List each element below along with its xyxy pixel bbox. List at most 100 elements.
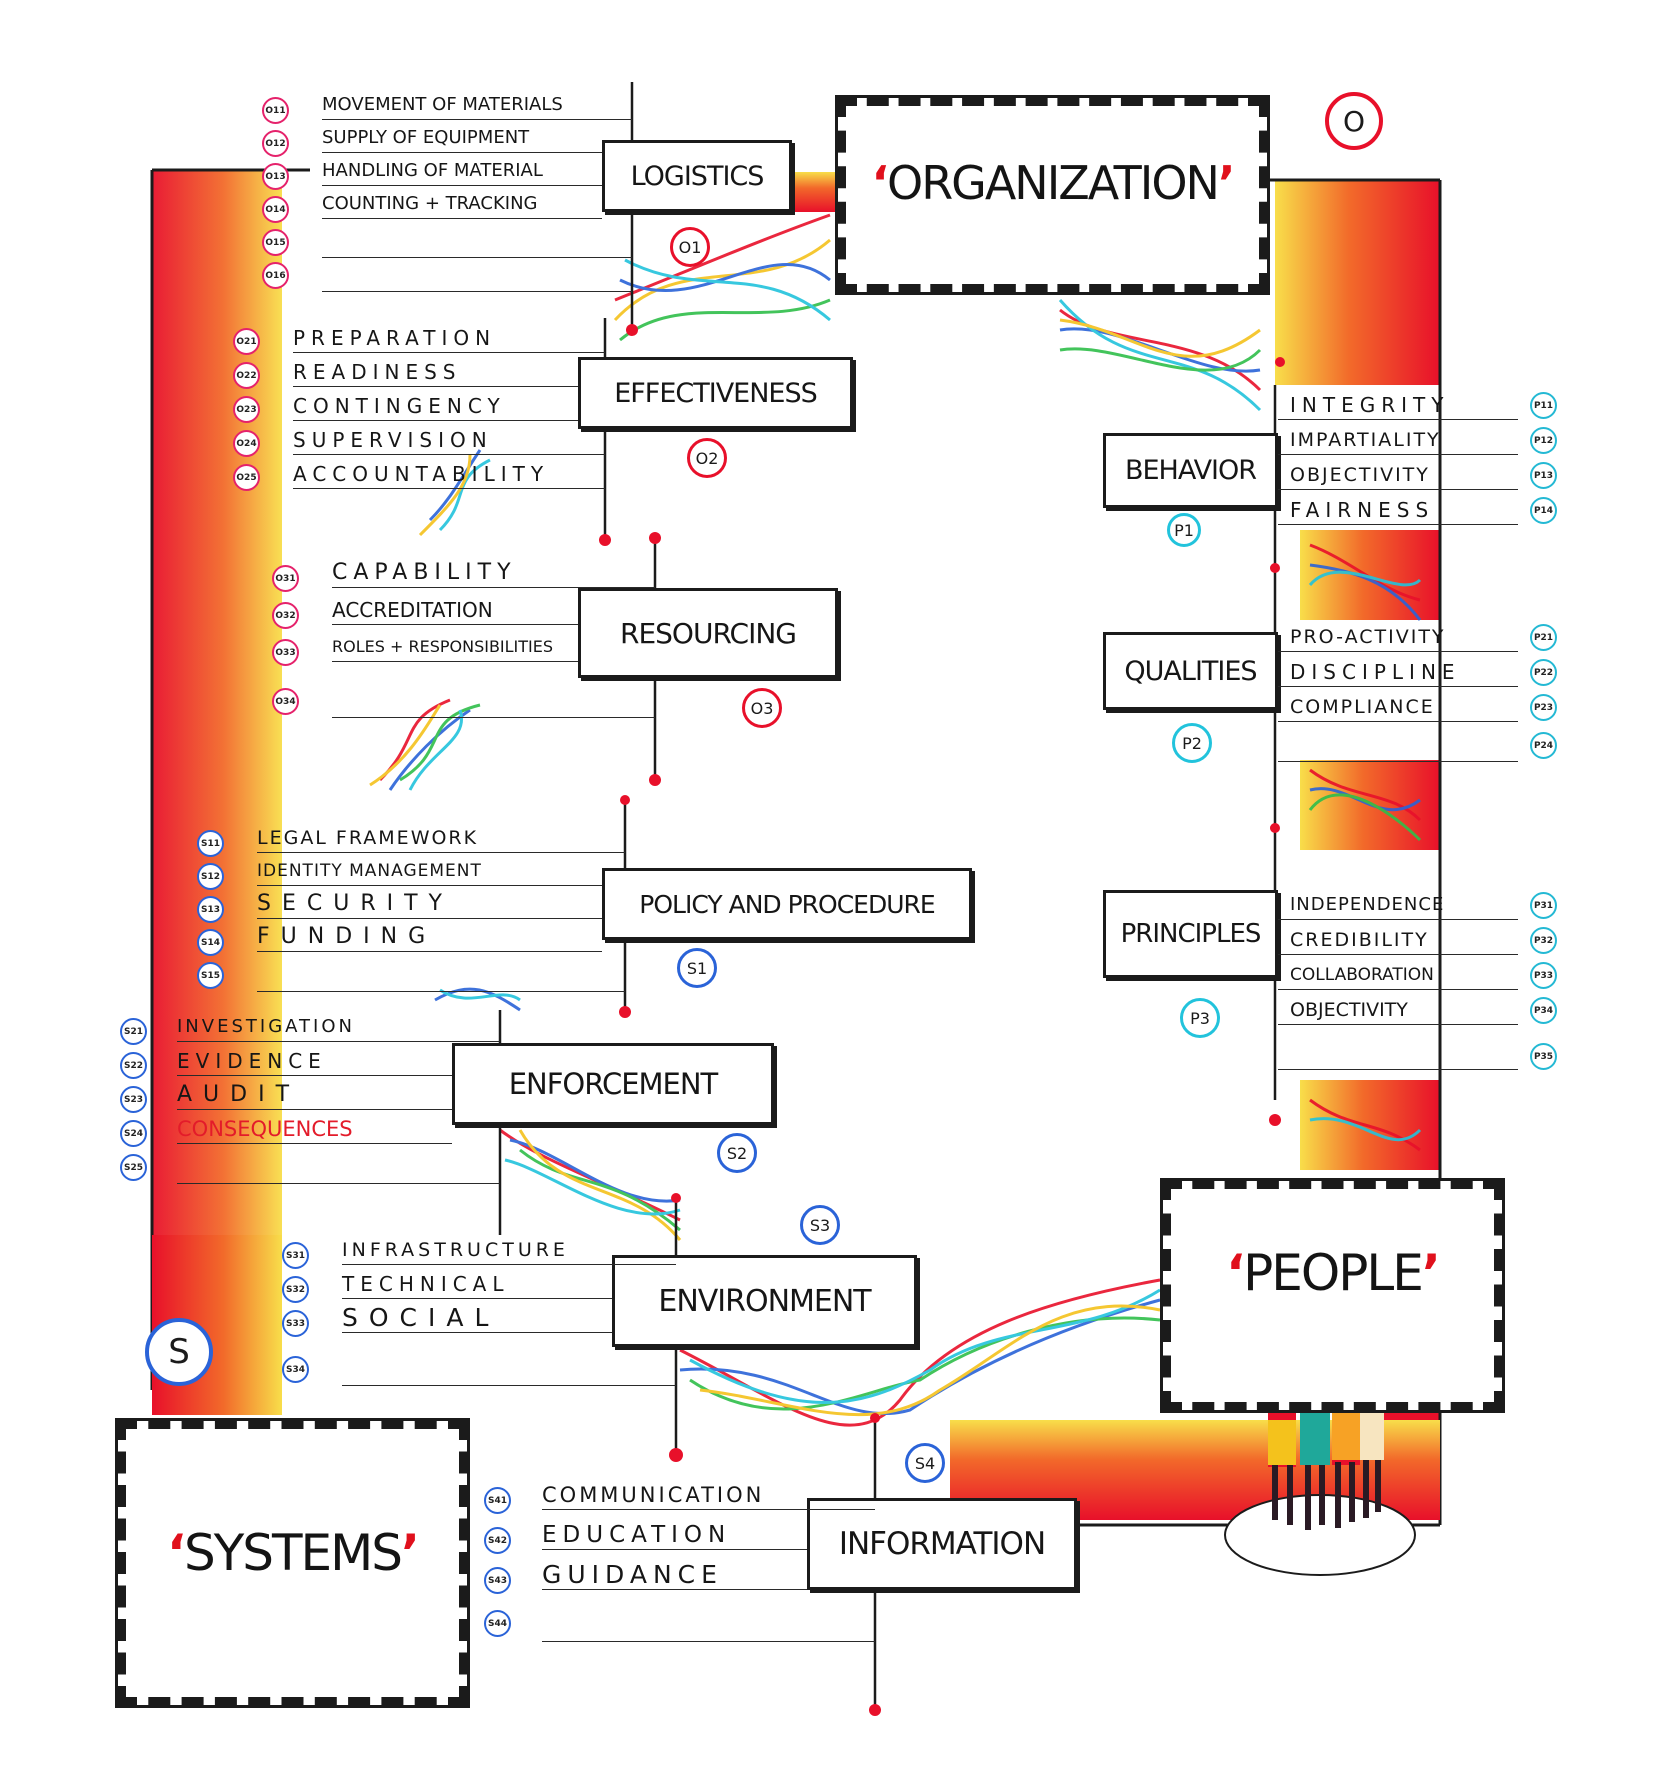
code-s23: S23 — [120, 1086, 147, 1113]
code-o14: O14 — [262, 196, 289, 223]
item-investigation: INVESTIGATION — [177, 1012, 500, 1042]
code-o12: O12 — [262, 130, 289, 157]
item-social: SOCIAL — [342, 1303, 612, 1333]
code-o11: O11 — [262, 97, 289, 124]
code-o31: O31 — [272, 565, 299, 592]
code-p24: P24 — [1530, 732, 1557, 759]
code-p34: P34 — [1530, 997, 1557, 1024]
item-technical: TECHNICAL — [342, 1269, 612, 1299]
code-s12: S12 — [197, 863, 224, 890]
item-legal-framework: LEGAL FRAMEWORK — [257, 823, 625, 853]
item-p24-blank — [1278, 732, 1518, 762]
item-roles-responsibilities: ROLES + RESPONSIBILITIES — [332, 632, 578, 662]
item-supervision: SUPERVISION — [293, 425, 605, 455]
item-s15-blank — [257, 962, 625, 992]
code-s34: S34 — [282, 1356, 309, 1383]
code-o34: O34 — [272, 688, 299, 715]
information-box: INFORMATION — [807, 1498, 1077, 1590]
item-integrity: INTEGRITY — [1278, 390, 1518, 420]
code-p22: P22 — [1530, 659, 1557, 686]
frame-left — [150, 168, 310, 1390]
effectiveness-tag: O2 — [687, 438, 727, 478]
item-objectivity-p13: OBJECTIVITY — [1278, 460, 1518, 490]
item-accountability: ACCOUNTABILITY — [293, 459, 605, 489]
code-p23: P23 — [1530, 694, 1557, 721]
item-collaboration: COLLABORATION — [1278, 960, 1518, 990]
policy-procedure-tag: S1 — [677, 948, 717, 988]
item-evidence: EVIDENCE — [177, 1046, 452, 1076]
item-preparation: PREPARATION — [293, 323, 605, 353]
item-s34-blank — [342, 1356, 676, 1386]
people-panel: ‘PEOPLE’ — [1160, 1178, 1505, 1413]
resourcing-tag: O3 — [742, 688, 782, 728]
code-p13: P13 — [1530, 462, 1557, 489]
code-s33: S33 — [282, 1310, 309, 1337]
code-p35: P35 — [1530, 1043, 1557, 1070]
item-contingency: CONTINGENCY — [293, 391, 578, 421]
code-p12: P12 — [1530, 427, 1557, 454]
code-s13: S13 — [197, 896, 224, 923]
systems-title: ‘SYSTEMS’ — [166, 1524, 420, 1582]
code-s24: S24 — [120, 1120, 147, 1147]
item-consequences: CONSEQUENCES — [177, 1114, 452, 1144]
enforcement-box: ENFORCEMENT — [452, 1043, 774, 1125]
organization-title: ‘ORGANIZATION’ — [871, 156, 1236, 210]
behavior-tag: P1 — [1167, 513, 1201, 547]
code-o13: O13 — [262, 163, 289, 190]
item-credibility: CREDIBILITY — [1278, 925, 1518, 955]
code-s14: S14 — [197, 929, 224, 956]
code-s11: S11 — [197, 830, 224, 857]
code-s31: S31 — [282, 1242, 309, 1269]
connector-dots — [599, 324, 1285, 1716]
item-funding: FUNDING — [257, 922, 602, 952]
item-discipline: DISCIPLINE — [1278, 657, 1518, 687]
policy-procedure-box: POLICY AND PROCEDURE — [602, 868, 972, 940]
code-s21: S21 — [120, 1018, 147, 1045]
code-o24: O24 — [233, 430, 260, 457]
item-compliance: COMPLIANCE — [1278, 692, 1518, 722]
principles-tag: P3 — [1180, 998, 1220, 1038]
item-audit: AUDIT — [177, 1080, 452, 1110]
code-p21: P21 — [1530, 624, 1557, 651]
effectiveness-box: EFFECTIVENESS — [578, 357, 853, 429]
qualities-tag: P2 — [1172, 723, 1212, 763]
item-p35-blank — [1278, 1040, 1518, 1070]
item-communication: COMMUNICATION — [542, 1480, 875, 1510]
behavior-box: BEHAVIOR — [1103, 433, 1278, 508]
item-objectivity-p34: OBJECTIVITY — [1278, 995, 1518, 1025]
code-p33: P33 — [1530, 962, 1557, 989]
item-pro-activity: PRO-ACTIVITY — [1278, 622, 1518, 652]
code-p31: P31 — [1530, 892, 1557, 919]
logistics-box: LOGISTICS — [602, 140, 792, 212]
item-education: EDUCATION — [542, 1520, 807, 1550]
code-s42: S42 — [484, 1527, 511, 1554]
item-o34-blank — [332, 688, 655, 718]
code-o23: O23 — [233, 396, 260, 423]
code-s41: S41 — [484, 1487, 511, 1514]
item-capability: CAPABILITY — [332, 558, 655, 588]
code-s25: S25 — [120, 1154, 147, 1181]
code-p11: P11 — [1530, 392, 1557, 419]
environment-box: ENVIRONMENT — [612, 1255, 917, 1347]
item-impartiality: IMPARTIALITY — [1278, 425, 1518, 455]
environment-tag: S3 — [800, 1205, 840, 1245]
code-p14: P14 — [1530, 497, 1557, 524]
systems-panel: ‘SYSTEMS’ — [115, 1418, 470, 1708]
principles-box: PRINCIPLES — [1103, 890, 1278, 978]
item-guidance: GUIDANCE — [542, 1560, 807, 1590]
information-tag: S4 — [905, 1443, 945, 1483]
item-s44-blank — [542, 1612, 875, 1642]
code-o21: O21 — [233, 328, 260, 355]
item-counting-tracking: COUNTING + TRACKING — [322, 189, 602, 219]
systems-letter-badge: S — [145, 1318, 213, 1386]
item-handling-of-material: HANDLING of MATERIAL — [322, 156, 602, 186]
item-security: SECURITY — [257, 889, 602, 919]
code-s32: S32 — [282, 1276, 309, 1303]
item-fairness: FAIRNESS — [1278, 495, 1518, 525]
code-s43: S43 — [484, 1567, 511, 1594]
code-o22: O22 — [233, 362, 260, 389]
code-o32: O32 — [272, 602, 299, 629]
strands — [369, 213, 1422, 1427]
